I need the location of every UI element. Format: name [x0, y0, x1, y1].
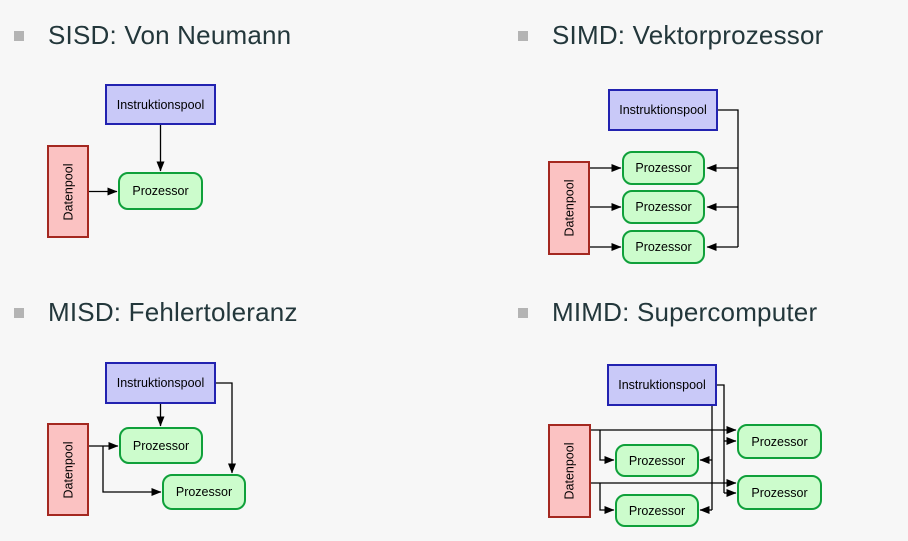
processor-label: Prozessor — [628, 453, 686, 468]
data-pool-label: Datenpool — [562, 442, 577, 500]
data-pool-label: Datenpool — [61, 163, 75, 220]
processor-box: Prozessor — [119, 427, 203, 464]
data-pool-box: Datenpool — [548, 161, 590, 255]
processor-label: Prozessor — [175, 485, 233, 499]
title-sisd: SISD: Von Neumann — [14, 20, 291, 50]
bullet-icon — [14, 31, 24, 41]
title-mimd-text: MIMD: Supercomputer — [552, 297, 818, 327]
processor-box: Prozessor — [162, 474, 246, 510]
processor-label: Prozessor — [751, 485, 808, 500]
processor-label: Prozessor — [751, 434, 808, 449]
bullet-icon — [14, 308, 24, 318]
title-simd-text: SIMD: Vektorprozessor — [552, 20, 824, 50]
bullet-icon — [518, 31, 528, 41]
processor-box: Prozessor — [737, 475, 822, 510]
instruction-pool-box: Instruktionspool — [105, 362, 216, 404]
instruction-pool-box: Instruktionspool — [607, 364, 717, 406]
processor-box: Prozessor — [622, 230, 705, 264]
instruction-pool-label: Instruktionspool — [618, 378, 706, 392]
processor-box: Prozessor — [622, 190, 705, 224]
data-pool-label: Datenpool — [562, 179, 576, 237]
bullet-icon — [518, 308, 528, 318]
title-simd: SIMD: Vektorprozessor — [518, 20, 824, 50]
processor-label: Prozessor — [132, 184, 189, 198]
title-mimd: MIMD: Supercomputer — [518, 297, 817, 327]
instruction-pool-box: Instruktionspool — [608, 89, 718, 131]
processor-label: Prozessor — [132, 438, 190, 453]
instruction-pool-box: Instruktionspool — [105, 84, 216, 125]
title-sisd-text: SISD: Von Neumann — [48, 20, 292, 50]
title-misd-text: MISD: Fehlertoleranz — [48, 297, 298, 327]
data-pool-box: Datenpool — [47, 423, 89, 516]
instruction-pool-label: Instruktionspool — [619, 103, 707, 117]
processor-box: Prozessor — [118, 172, 203, 210]
instruction-pool-label: Instruktionspool — [116, 97, 205, 112]
title-misd: MISD: Fehlertoleranz — [14, 297, 298, 327]
processor-label: Prozessor — [635, 240, 692, 254]
data-pool-box: Datenpool — [548, 424, 591, 518]
processor-box: Prozessor — [737, 424, 822, 459]
data-pool-box: Datenpool — [47, 145, 89, 238]
data-pool-label: Datenpool — [61, 441, 75, 498]
processor-box: Prozessor — [622, 151, 705, 185]
instruction-pool-label: Instruktionspool — [116, 376, 205, 390]
processor-label: Prozessor — [635, 200, 692, 214]
processor-box: Prozessor — [615, 494, 699, 527]
processor-label: Prozessor — [628, 503, 686, 518]
processor-box: Prozessor — [615, 444, 699, 477]
processor-label: Prozessor — [635, 161, 692, 175]
